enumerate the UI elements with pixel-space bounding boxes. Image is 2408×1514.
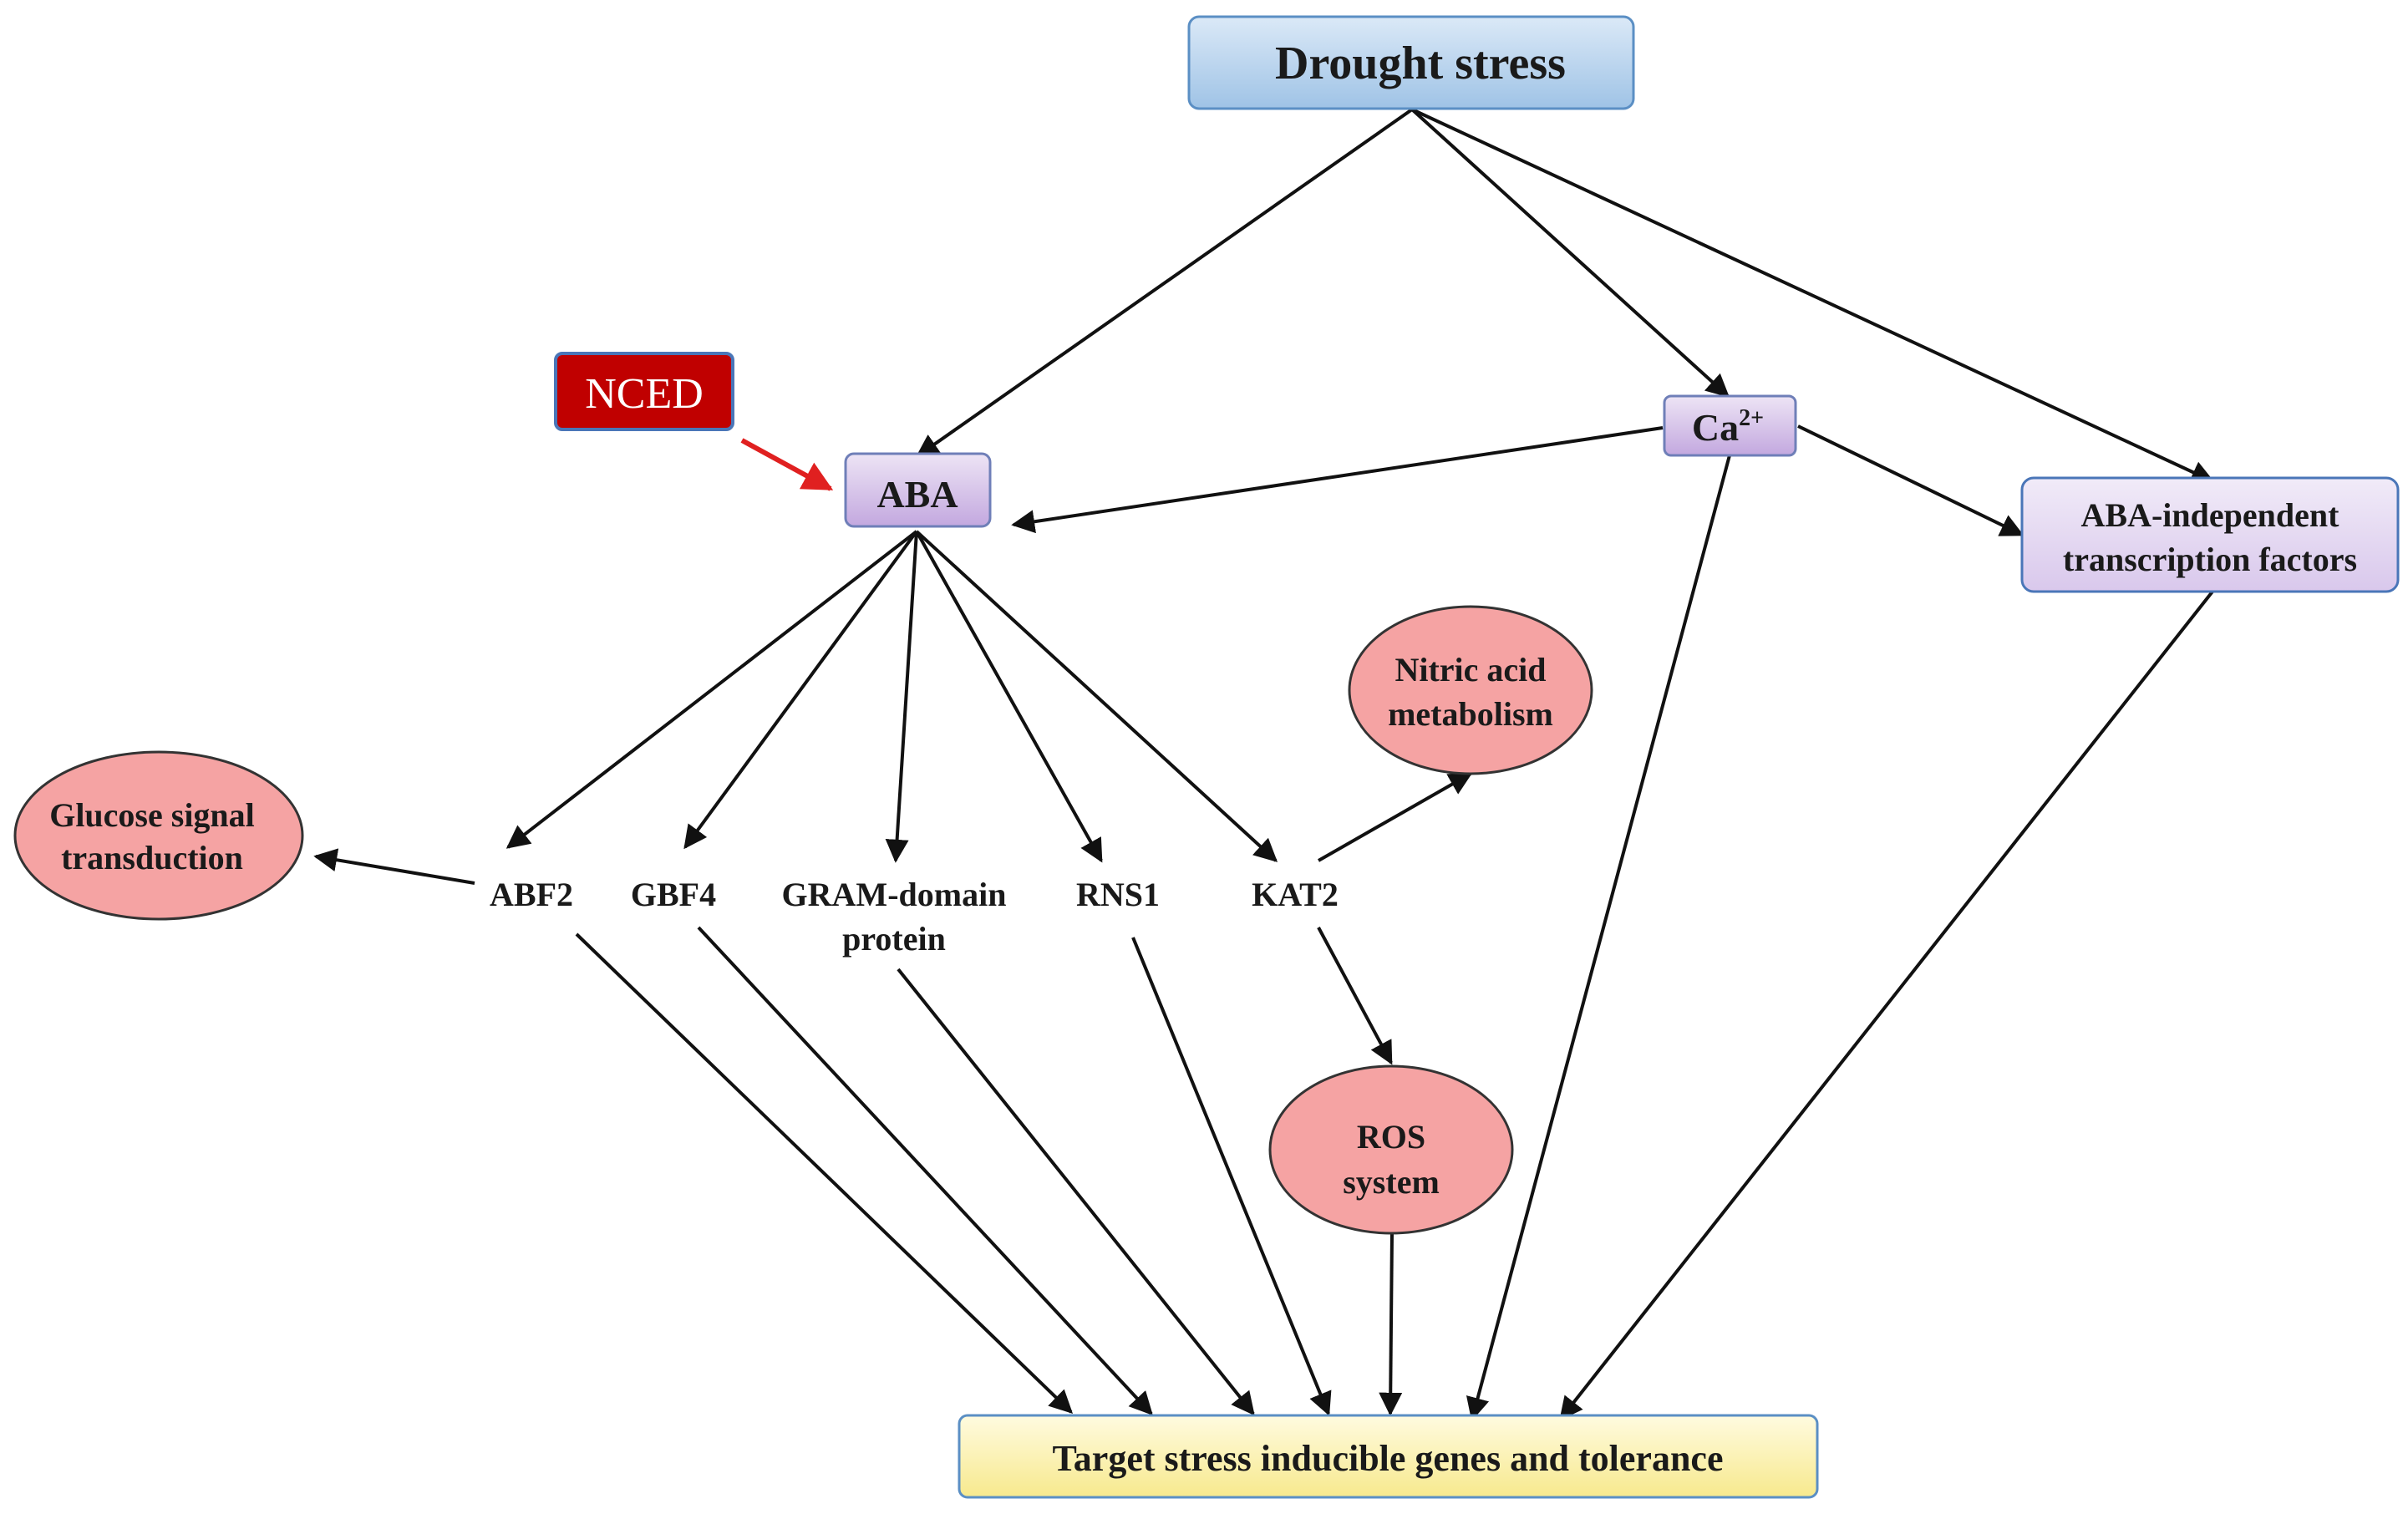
ros-line1: ROS [1357,1118,1425,1156]
arrow-drought-to-aba-independent [1411,108,2215,484]
node-ca: Ca2+ [1663,394,1797,457]
target-label: Target stress inducible genes and tolera… [1053,1438,1724,1479]
arrow-kat2-to-nitric [1318,772,1473,862]
node-nitric-acid: Nitric acid metabolism [1348,605,1593,775]
glucose-line2: transduction [61,839,243,876]
arrow-ca-to-aba [1011,426,1664,534]
arrow-aba-to-rns1 [915,531,1103,863]
nitric-line2: metabolism [1388,695,1553,733]
gene-kat2: KAT2 [1252,876,1339,913]
node-aba-independent-tf: ABA-independent transcription factors [2020,476,2400,593]
node-drought-stress: Drought stress [1187,15,1635,110]
node-nced: NCED [554,352,734,431]
gene-rns1: RNS1 [1076,876,1160,913]
ca-superscript: 2+ [1739,405,1764,431]
aba-label: ABA [876,473,958,516]
aba-independent-line1: ABA-independent [2081,496,2340,534]
gene-gbf4: GBF4 [631,876,716,913]
node-ros-system: ROS system [1268,1064,1514,1235]
node-target-genes: Target stress inducible genes and tolera… [958,1414,1819,1499]
gene-labels: ABF2 GBF4 GRAM-domain protein RNS1 KAT2 [490,876,1339,958]
arrows [313,108,2215,1421]
nced-label: NCED [585,370,704,418]
node-aba: ABA [844,452,992,528]
arrow-aba-to-kat2 [915,530,1278,862]
arrow-ca-to-aba-independent [1797,424,2024,536]
arrow-ca-to-target [1466,455,1731,1421]
arrow-gbf4-to-target [697,926,1153,1416]
glucose-line1: Glucose signal [49,796,255,834]
arrow-abf2-to-target [575,932,1074,1414]
arrow-rns1-to-target [1131,937,1332,1416]
arrow-gram-to-target [897,968,1255,1416]
arrow-aba-independent-to-target [1559,590,2214,1421]
ca-label: Ca2+ [1692,405,1764,449]
aba-independent-line2: transcription factors [2063,541,2357,578]
ca-base: Ca [1692,406,1739,449]
arrow-drought-to-ca [1410,108,1730,398]
arrow-drought-to-aba [915,108,1414,458]
nitric-line1: Nitric acid [1395,651,1546,688]
gene-abf2: ABF2 [490,876,573,913]
gene-gram-line2: protein [842,920,946,958]
node-glucose-signal: Glucose signal transduction [13,750,304,921]
ros-line2: system [1343,1163,1440,1201]
gene-gram-line1: GRAM-domain [782,876,1007,913]
arrow-aba-to-abf2 [505,530,918,849]
arrow-kat2-to-ros [1317,927,1393,1065]
arrow-nced-to-aba [740,438,834,491]
arrow-ros-to-target [1379,1232,1403,1416]
arrow-aba-to-gram [885,531,918,863]
arrow-abf2-to-glucose [313,848,475,885]
arrow-aba-to-gbf4 [683,530,918,850]
drought-stress-label: Drought stress [1275,38,1566,89]
